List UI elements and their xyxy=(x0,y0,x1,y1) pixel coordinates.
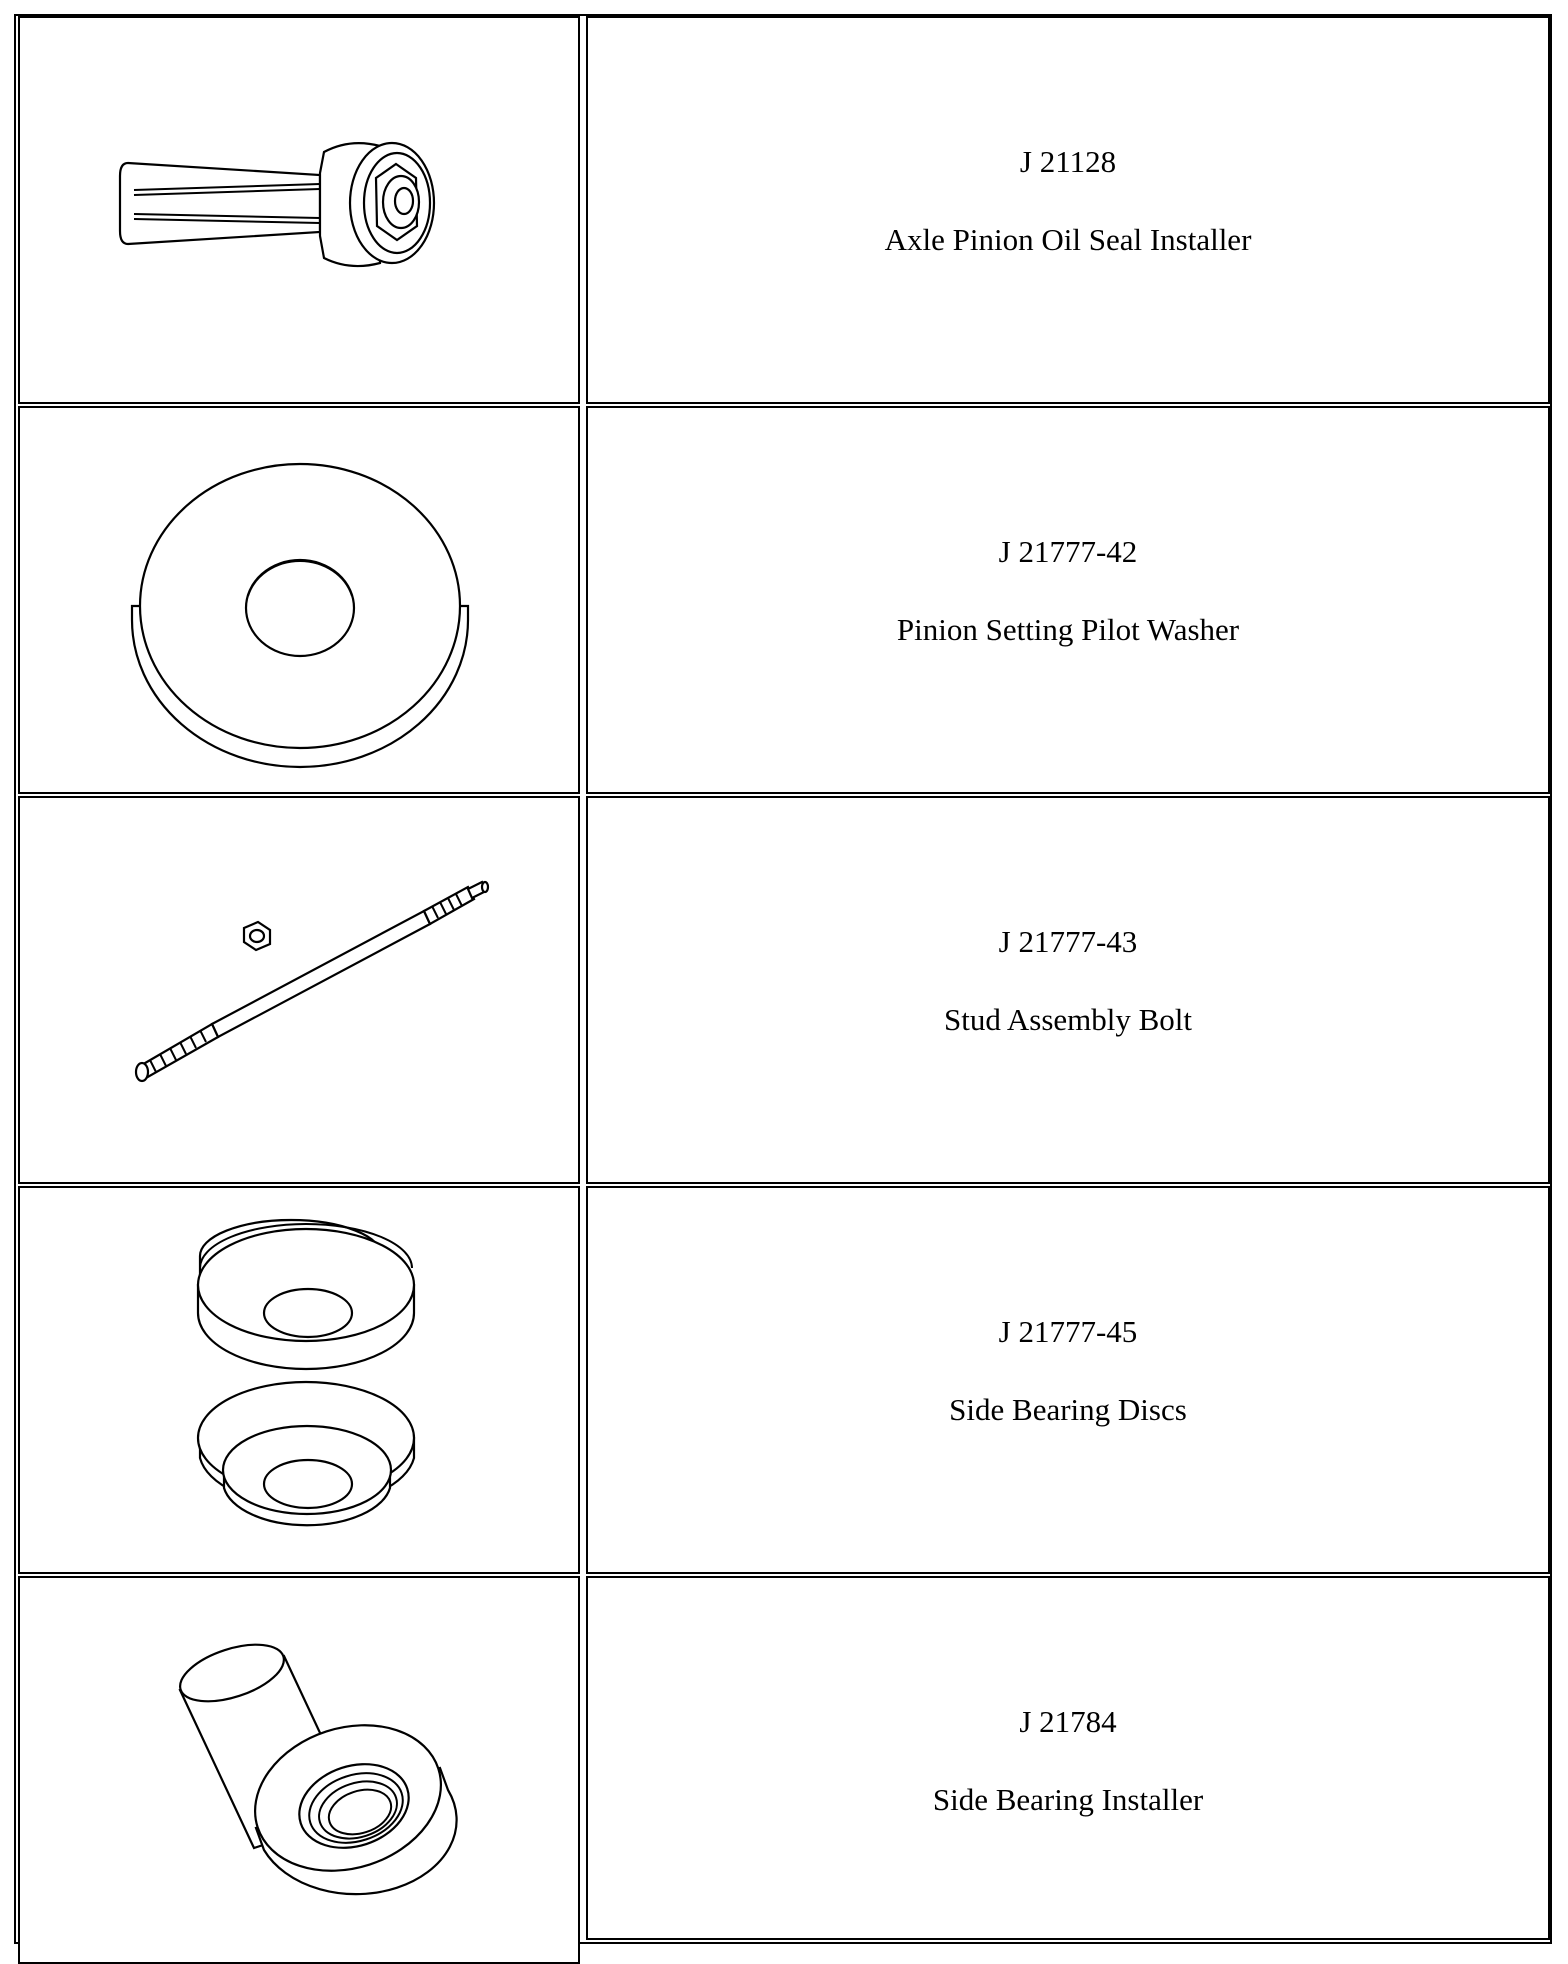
tool-number: J 21777-42 xyxy=(998,534,1138,569)
tool-info-cell: J 21777-42 Pinion Setting Pilot Washer xyxy=(586,406,1550,794)
tool-image-cell xyxy=(18,406,580,794)
tool-info-cell: J 21777-43 Stud Assembly Bolt xyxy=(586,796,1550,1184)
tool-number: J 21777-43 xyxy=(998,924,1138,959)
tool-description: Pinion Setting Pilot Washer xyxy=(896,612,1240,647)
tool-number: J 21128 xyxy=(1019,144,1117,179)
tool-number: J 21784 xyxy=(1019,1704,1117,1739)
tool-image-cell xyxy=(18,1576,580,1964)
tool-image-cell xyxy=(18,796,580,1184)
bearing-discs-icon xyxy=(196,1218,416,1527)
tool-description: Side Bearing Installer xyxy=(932,1782,1204,1817)
tool-info-cell: J 21128 Axle Pinion Oil Seal Installer xyxy=(586,16,1550,404)
stud-bolt-icon xyxy=(134,880,490,1083)
tool-image-cell xyxy=(18,1186,580,1574)
tool-image-cell xyxy=(18,16,580,404)
tool-description: Axle Pinion Oil Seal Installer xyxy=(884,222,1252,257)
tool-description: Stud Assembly Bolt xyxy=(943,1002,1193,1037)
bearing-installer-icon xyxy=(178,1643,458,1896)
oil-seal-installer-icon xyxy=(118,141,436,268)
tool-description: Side Bearing Discs xyxy=(949,1392,1187,1427)
tool-info-cell: J 21784 Side Bearing Installer xyxy=(586,1576,1550,1940)
pilot-washer-icon xyxy=(130,462,470,769)
tool-number: J 21777-45 xyxy=(998,1314,1138,1349)
special-tools-table xyxy=(14,14,1552,1944)
tool-info-cell: J 21777-45 Side Bearing Discs xyxy=(586,1186,1550,1574)
